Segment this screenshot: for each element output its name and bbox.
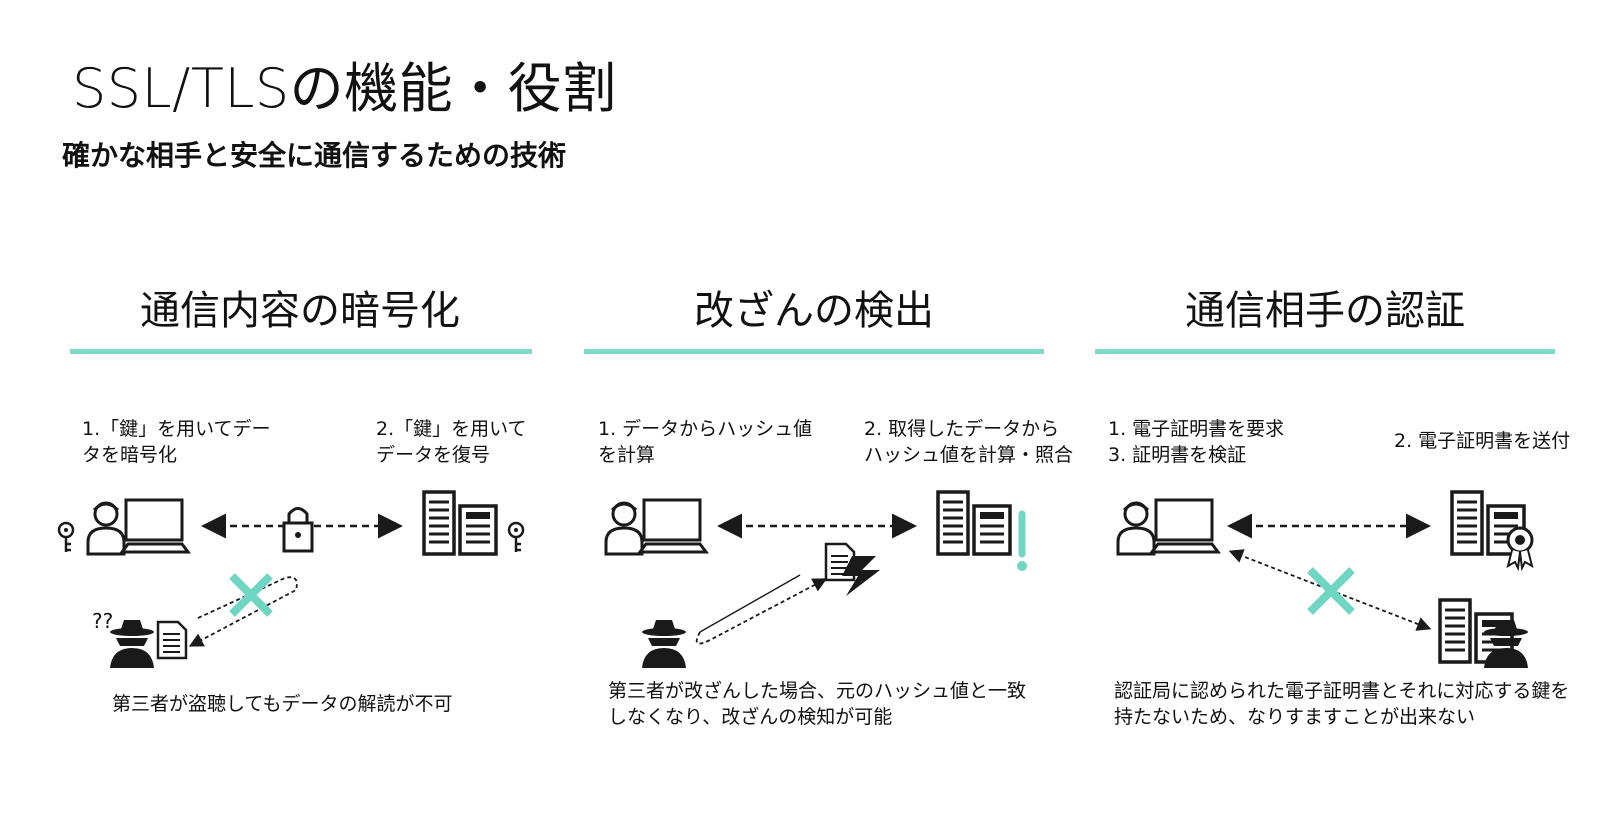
tamper-step-2: 2. 取得したデータから ハッシュ値を計算・照合 <box>864 418 1074 466</box>
confused-marks: ?? <box>92 609 113 633</box>
heading-rule-tamper <box>584 349 1044 354</box>
heading-rule-auth <box>1095 349 1555 354</box>
padlock-icon <box>282 507 314 553</box>
encryption-step-2: 2.「鍵」を用いて データを復号 <box>376 418 527 466</box>
spy-icon <box>110 620 154 668</box>
server-icon <box>936 490 1012 556</box>
server-icon <box>1450 490 1526 556</box>
user-laptop-icon <box>604 498 708 556</box>
user-laptop-icon <box>86 498 190 556</box>
auth-caption: 認証局に認められた電子証明書とそれに対応する鍵を 持たないため、なりすますことが… <box>1114 680 1570 728</box>
auth-step-1: 1. 電子証明書を要求 3. 証明書を検証 <box>1108 418 1285 466</box>
encryption-step-1: 1.「鍵」を用いてデー タを暗号化 <box>82 418 271 466</box>
page-subtitle: 確かな相手と安全に通信するための技術 <box>62 139 567 172</box>
lightning-icon <box>842 556 880 596</box>
key-icon <box>507 521 525 554</box>
encryption-caption: 第三者が盗聴してもデータの解読が不可 <box>112 693 453 715</box>
user-laptop-icon <box>1116 498 1220 556</box>
impersonation-path <box>1228 549 1432 631</box>
key-icon <box>57 521 75 554</box>
eavesdrop-path <box>188 576 298 647</box>
alert-icon <box>1017 510 1027 571</box>
impostor-server-icon <box>1438 598 1514 664</box>
server-icon <box>422 490 498 556</box>
page-title: SSL/TLSの機能・役割 <box>72 57 617 120</box>
blocked-cross-icon <box>1307 567 1355 615</box>
spy-icon <box>1484 620 1528 668</box>
auth-step-2: 2. 電子証明書を送付 <box>1394 430 1571 452</box>
tamper-step-1: 1. データからハッシュ値 を計算 <box>598 418 813 466</box>
heading-authentication: 通信相手の認証 <box>1185 288 1465 334</box>
tamper-caption: 第三者が改ざんした場合、元のハッシュ値と一致 しなくなり、改ざんの検知が可能 <box>608 680 1027 728</box>
blocked-cross-icon <box>229 573 273 617</box>
document-icon <box>156 620 188 660</box>
heading-rule-encryption <box>70 349 532 354</box>
certificate-badge-icon <box>1506 526 1534 572</box>
spy-icon <box>642 620 686 668</box>
tamper-path <box>695 578 828 645</box>
tamper-path-edge <box>699 574 801 633</box>
document-icon <box>824 542 856 582</box>
heading-encryption: 通信内容の暗号化 <box>140 288 460 334</box>
heading-tamper-detection: 改ざんの検出 <box>694 288 934 334</box>
